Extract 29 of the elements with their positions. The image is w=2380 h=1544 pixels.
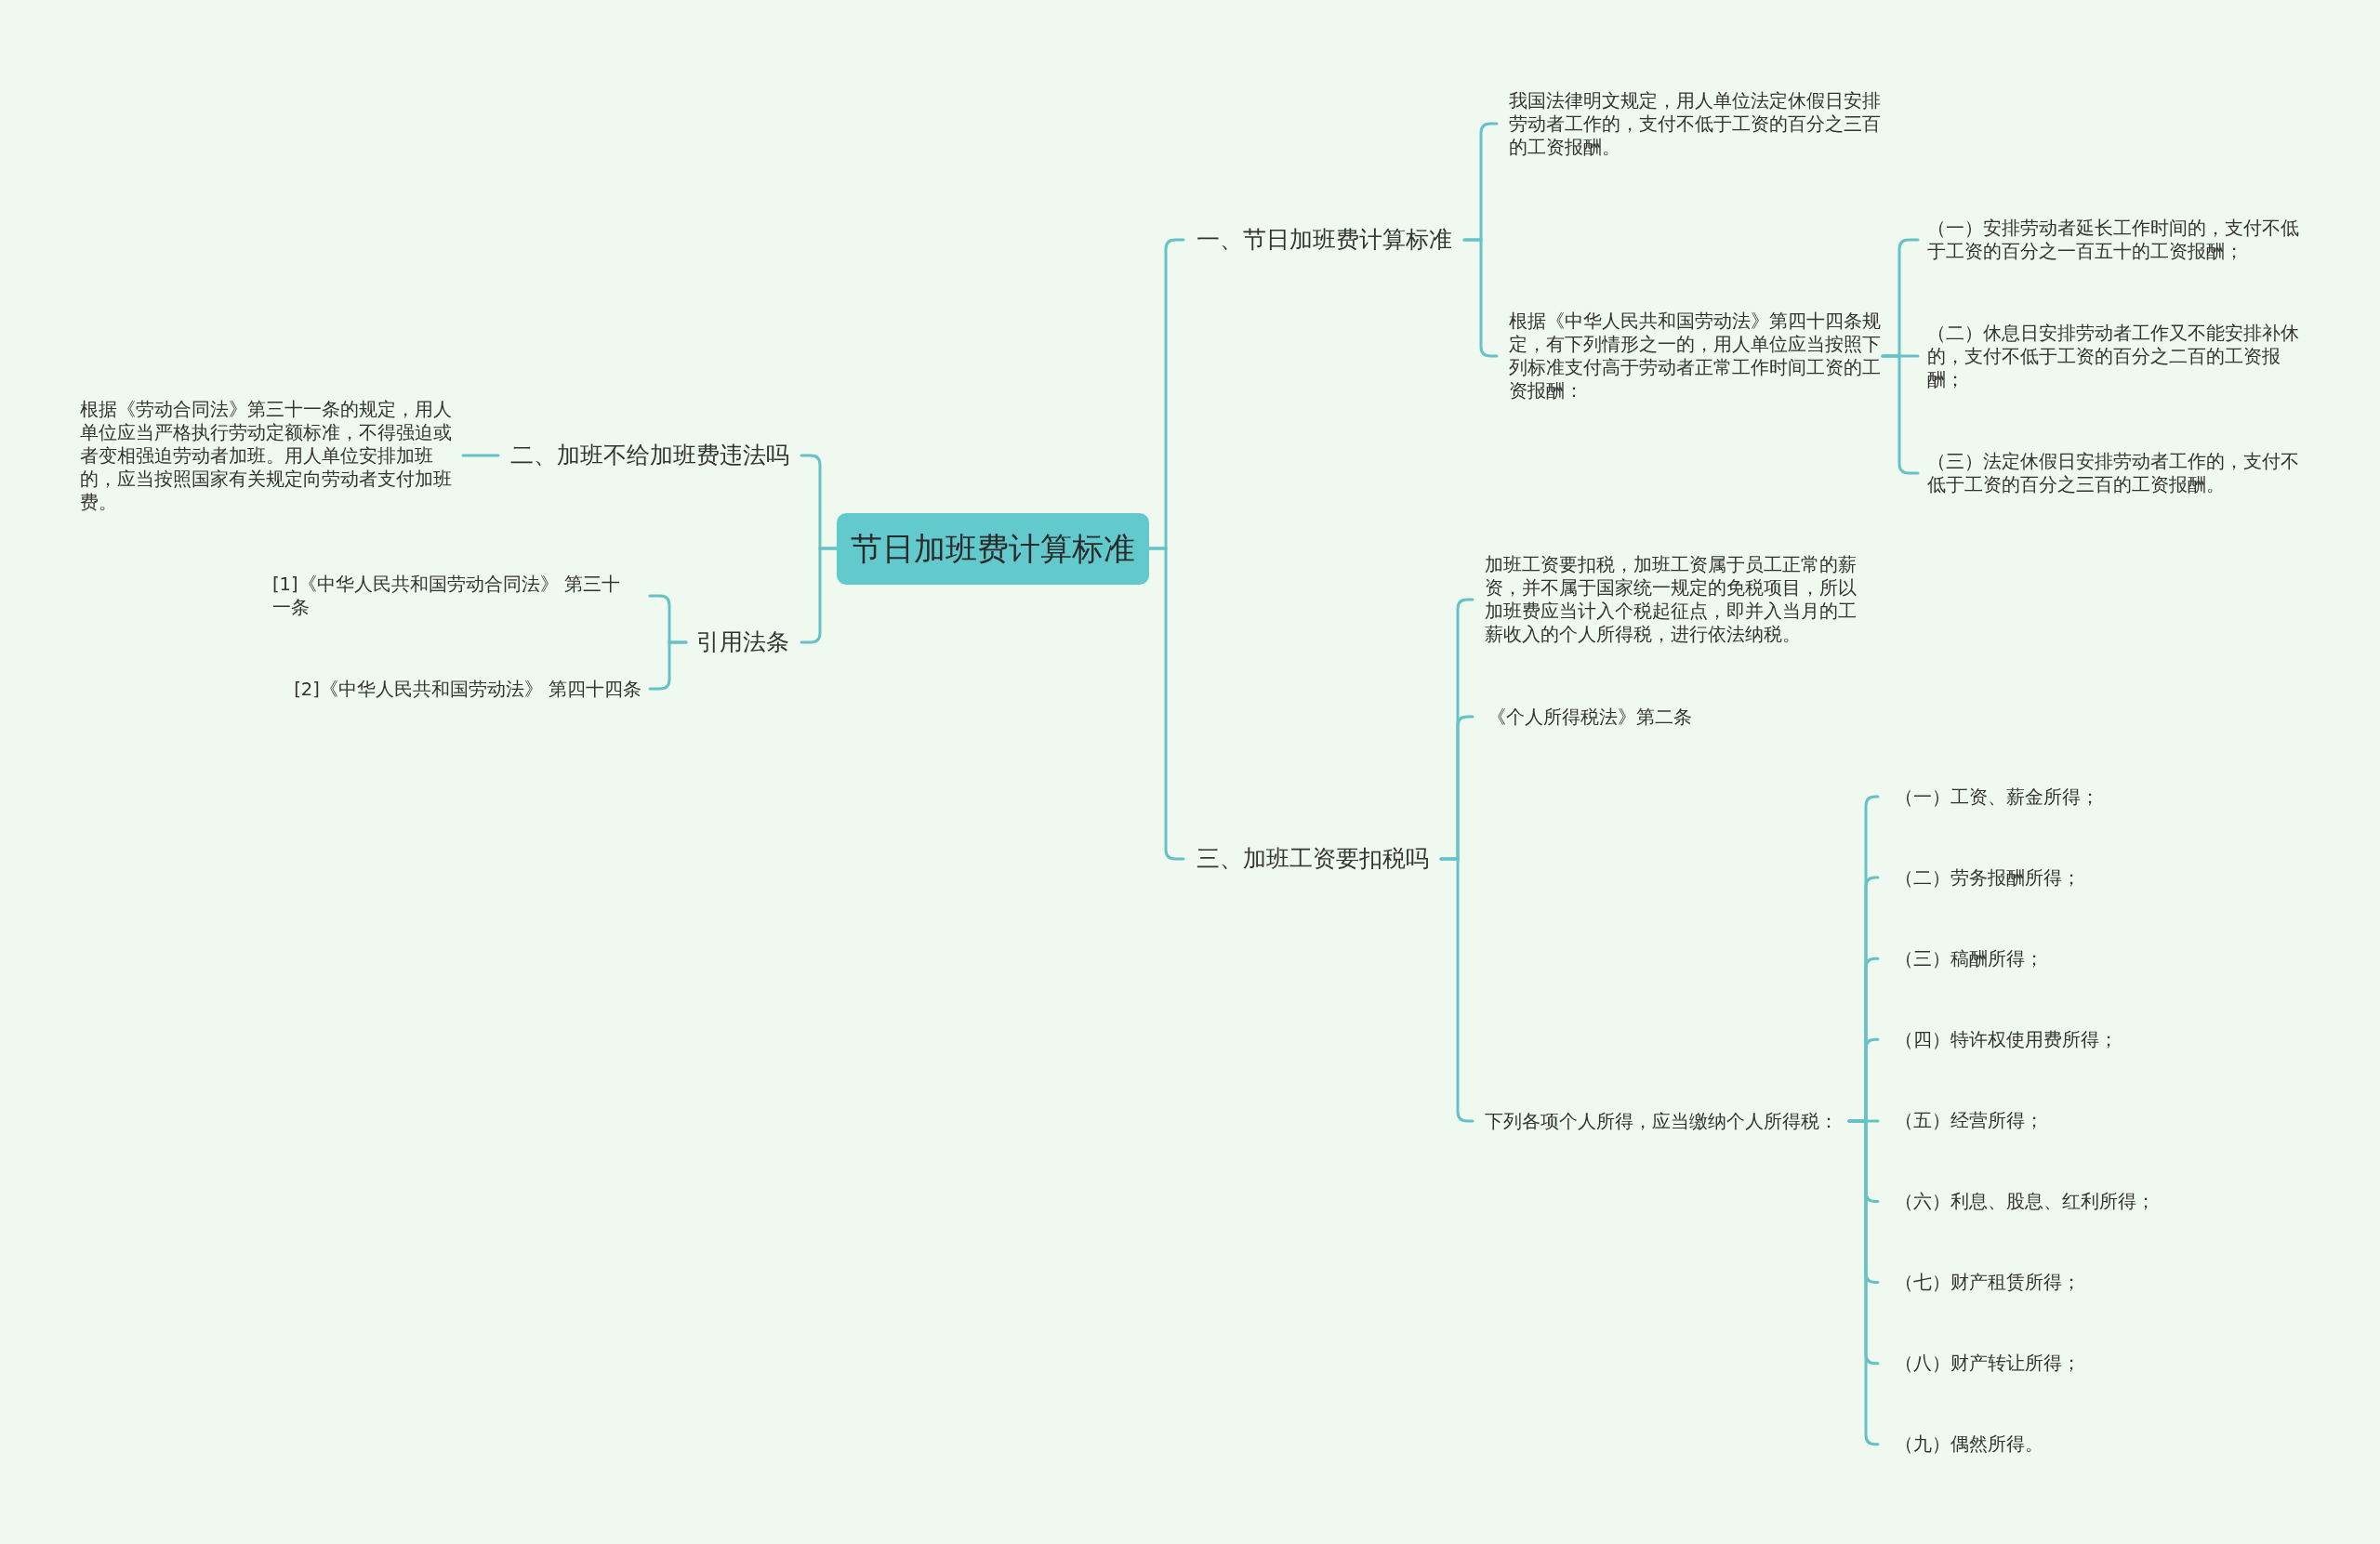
subtopic-text: （四）特许权使用费所得； (1895, 1027, 2118, 1051)
subtopic-text: （二）劳务报酬所得； (1895, 865, 2081, 890)
subtopic-text: 加班工资要扣税，加班工资属于员工正常的薪资，并不属于国家统一规定的免税项目，所以加班费应当计入个税起征点，即并入当月的工薪收入的个人所得税，进行依法纳税。 (1485, 553, 1858, 646)
subtopic-text: 我国法律明文规定，用人单位法定休假日安排劳动者工作的，支付不低于工资的百分之三百的工资报酬。 (1509, 88, 1882, 159)
subtopic-text: 根据《劳动合同法》第三十一条的规定，用人单位应当严格执行劳动定额标准，不得强迫或者变相强迫劳动者加班。用人单位安排加班的，应当按照国家有关规定向劳动者支付加班费。 (80, 397, 453, 514)
connector-line (648, 640, 688, 691)
subtopic-text: （三）法定休假日安排劳动者工作的，支付不低于工资的百分之三百的工资报酬。 (1927, 450, 2300, 496)
subtopic-text: （六）利息、股息、红利所得； (1895, 1190, 2155, 1213)
subtopic-text: （三）稿酬所得； (1895, 946, 2043, 970)
central-topic: 节日加班费计算标准 (837, 512, 1149, 585)
subtopic-text: 《个人所得税法》第二条 (1488, 705, 1692, 729)
subtopic-text: （八）财产转让所得； (1895, 1352, 2081, 1376)
branch-topic: 一、节日加班费计算标准 (1197, 225, 1452, 255)
subtopic-text: [1]《中华人民共和国劳动合同法》 第三十一条 (272, 573, 621, 619)
connector-line (1147, 547, 1185, 861)
subtopic-text: （九）偶然所得。 (1895, 1432, 2043, 1457)
branch-topic: 引用法条 (696, 627, 789, 657)
connector-line (461, 454, 500, 457)
subtopic-text: [2]《中华人民共和国劳动法》 第四十四条 (294, 677, 641, 701)
subtopic-text: 下列各项个人所得，应当缴纳个人所得税： (1485, 1109, 1838, 1133)
subtopic-text: （七）财产租赁所得； (1895, 1271, 2081, 1295)
connector-line (800, 547, 839, 644)
branch-topic: 三、加班工资要扣税吗 (1197, 844, 1429, 874)
subtopic-text: （一）工资、薪金所得； (1895, 785, 2099, 809)
branch-topic: 二、加班不给加班费违法吗 (510, 441, 789, 470)
subtopic-text: （一）安排劳动者延长工作时间的，支付不低于工资的百分之一百五十的工资报酬； (1927, 217, 2300, 263)
subtopic-text: 根据《中华人民共和国劳动法》第四十四条规定，有下列情形之一的，用人单位应当按照下列标准支付高于劳动者正常工作时间工资的工资报酬： (1509, 310, 1882, 402)
subtopic-text: （二）休息日安排劳动者工作又不能安排补休的，支付不低于工资的百分之二百的工资报酬； (1927, 321, 2300, 391)
subtopic-text: （五）经营所得； (1895, 1108, 2043, 1132)
